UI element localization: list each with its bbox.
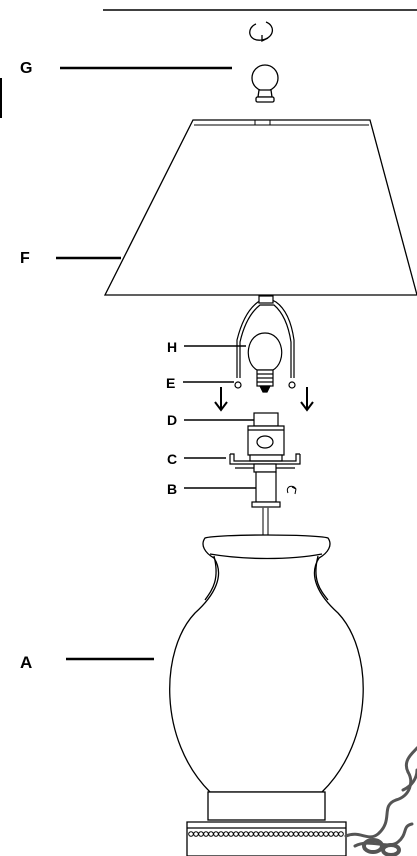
arrow-down-icon [300,387,314,412]
rotate-arrow-icon [249,21,273,43]
power-cord [344,746,417,848]
label-d: D [167,412,177,428]
label-b: B [167,481,177,497]
threaded-rod [262,507,269,536]
light-bulb [247,332,283,393]
cord-loop [362,838,401,856]
label-a: A [20,653,32,672]
lamp-shade [103,119,417,296]
label-g: G [20,60,32,77]
arrow-down-icon [214,387,228,412]
label-c: C [167,451,177,467]
label-f: F [20,250,30,267]
lock-nut [251,471,281,508]
finial [251,64,279,103]
lamp-socket [247,412,285,462]
lamp-base-body [169,534,364,793]
lamp-base-plinth [186,791,347,856]
label-h: H [167,339,177,355]
harp [234,295,296,389]
bead-trim [188,831,344,837]
rotate-arrow-icon [286,485,297,495]
label-e: E [166,375,175,391]
